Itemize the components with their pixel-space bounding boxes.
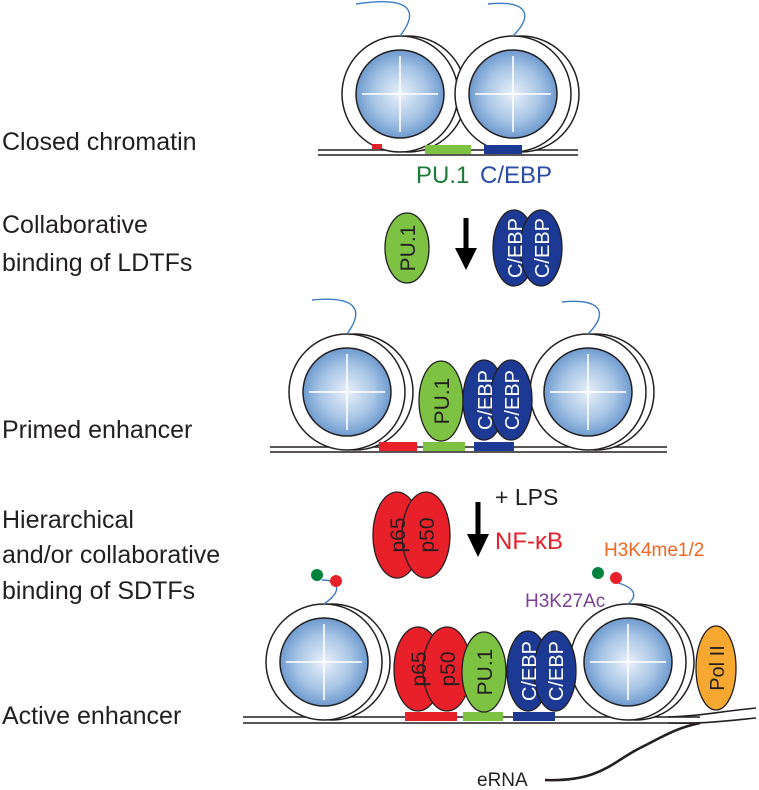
cebp-factor: C/EBP C/EBP — [492, 209, 563, 287]
pu1-factor: PU.1 — [384, 212, 430, 284]
histone-mark-red — [610, 572, 622, 584]
histone-mark-green — [592, 567, 604, 579]
label-collaborative: Collaborative — [2, 211, 148, 239]
svg-text:p50: p50 — [416, 517, 439, 552]
svg-text:p50: p50 — [437, 651, 460, 686]
label-primed-enhancer: Primed enhancer — [2, 416, 193, 444]
svg-text:p65: p65 — [408, 651, 431, 686]
h3k4me-label: H3K4me1/2 — [604, 540, 704, 561]
cebp-motif-label: C/EBP — [480, 162, 552, 189]
pu1-motif-label: PU.1 — [416, 162, 469, 189]
primed-enhancer-row: PU.1 C/EBP C/EBP — [270, 298, 667, 453]
svg-text:p65: p65 — [387, 517, 410, 552]
cebp-factor: C/EBP C/EBP — [462, 359, 533, 441]
svg-text:C/EBP: C/EBP — [546, 641, 568, 701]
lps-label: + LPS — [495, 484, 558, 510]
svg-text:Pol II: Pol II — [707, 645, 729, 691]
nucleosome — [341, 1, 467, 153]
nfkb-label: NF-κB — [495, 528, 563, 555]
pu1-motif — [425, 145, 471, 154]
nfkb-motif — [405, 712, 457, 721]
cebp-motif — [484, 145, 522, 154]
svg-text:C/EBP: C/EBP — [532, 218, 554, 278]
label-active-enhancer: Active enhancer — [2, 702, 182, 730]
nfkb-motif — [372, 144, 382, 149]
pu1-factor: PU.1 — [461, 631, 507, 713]
nucleosome — [569, 581, 695, 721]
svg-text:PU.1: PU.1 — [474, 649, 497, 696]
cebp-factor: C/EBP C/EBP — [506, 630, 577, 712]
sdtf-binding-row: p65 p50 + LPS NF-κB H3K4me1/2 H3K27Ac — [372, 484, 704, 612]
down-arrow — [455, 218, 477, 270]
label-binding-of-sdtfs: binding of SDTFs — [2, 577, 196, 605]
erna-label: eRNA — [477, 770, 528, 790]
svg-text:PU.1: PU.1 — [397, 225, 420, 272]
label-and-or-collaborative: and/or collaborative — [2, 541, 221, 569]
svg-text:C/EBP: C/EBP — [519, 641, 541, 701]
h3k27ac-label: H3K27Ac — [525, 591, 605, 612]
active-enhancer-row: p65 p50 PU.1 C/EBP C/EBP Pol II eRNA — [243, 567, 757, 790]
cebp-motif — [513, 712, 555, 721]
svg-text:PU.1: PU.1 — [431, 378, 454, 425]
pu1-motif — [423, 442, 465, 451]
pu1-factor: PU.1 — [418, 360, 464, 442]
nucleosome — [265, 579, 391, 721]
nfkb-factor: p65 p50 — [372, 491, 451, 579]
closed-chromatin-row: PU.1 C/EBP — [318, 1, 580, 189]
label-closed-chromatin: Closed chromatin — [2, 128, 197, 156]
ldtf-binding-row: PU.1 C/EBP C/EBP — [384, 209, 563, 287]
nfkb-motif — [379, 442, 417, 451]
pol2-factor: Pol II — [695, 625, 737, 711]
histone-mark-red — [330, 575, 342, 587]
svg-text:C/EBP: C/EBP — [502, 370, 524, 430]
down-arrow — [467, 502, 489, 557]
nucleosome — [529, 300, 655, 451]
label-hierarchical: Hierarchical — [2, 506, 134, 534]
svg-text:C/EBP: C/EBP — [505, 218, 527, 278]
label-binding-of-ldtfs: binding of LDTFs — [2, 249, 193, 277]
nucleosome — [454, 2, 580, 153]
nfkb-factor: p65 p50 — [393, 626, 472, 712]
svg-text:C/EBP: C/EBP — [475, 370, 497, 430]
nucleosome — [288, 298, 414, 451]
cebp-motif — [474, 442, 514, 451]
histone-mark-green — [311, 569, 323, 581]
pu1-motif — [463, 712, 503, 721]
